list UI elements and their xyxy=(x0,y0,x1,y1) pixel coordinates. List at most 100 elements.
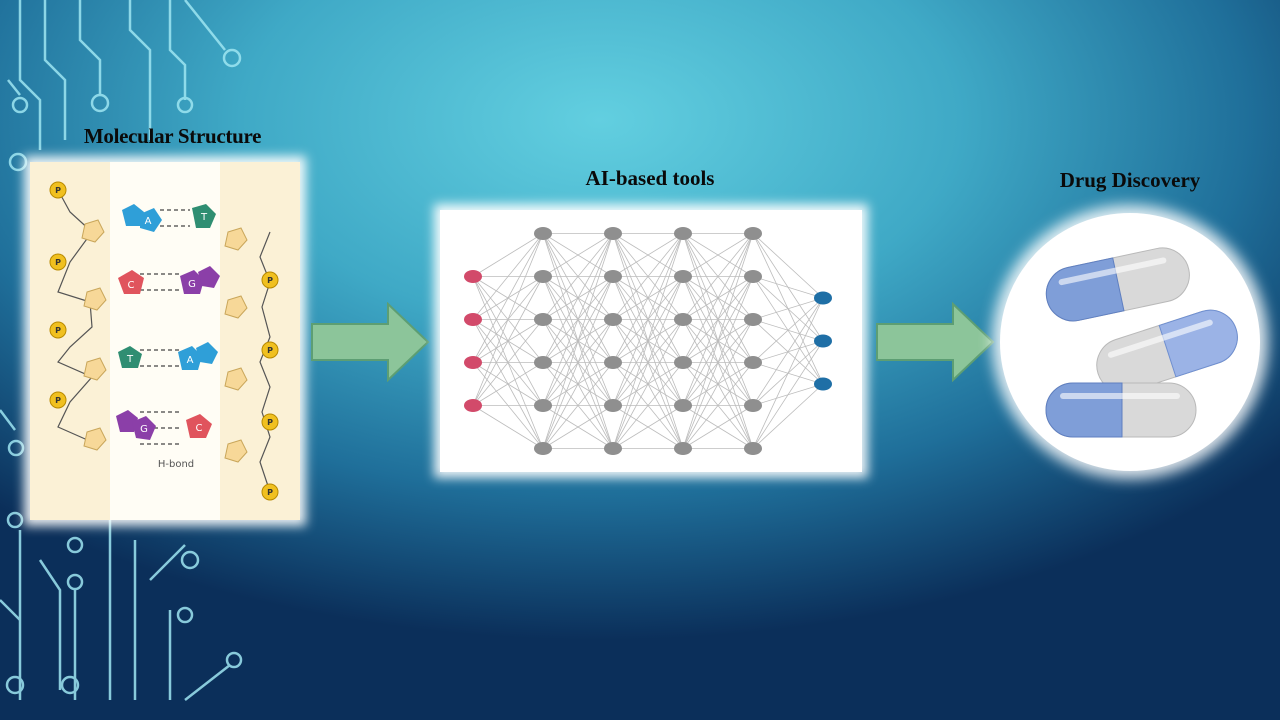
network-connection xyxy=(472,362,544,406)
phosphate-label: P xyxy=(55,186,61,195)
network-connection xyxy=(752,383,824,449)
network-connection xyxy=(612,233,684,363)
hidden-node xyxy=(534,399,552,412)
hidden-node xyxy=(674,313,692,326)
input-node xyxy=(464,399,482,412)
base-a-2: A xyxy=(187,355,194,366)
network-connection xyxy=(542,233,614,363)
drug-capsules-panel xyxy=(1000,213,1260,471)
network-connection xyxy=(612,276,684,449)
network-connection xyxy=(752,297,824,406)
network-connection xyxy=(542,405,614,449)
dna-diagram: A T C G T A G C P P P P P P P xyxy=(30,162,300,520)
network-connection xyxy=(682,233,754,363)
hidden-node xyxy=(744,227,762,240)
hidden-node xyxy=(744,399,762,412)
phosphate-label: P xyxy=(267,346,273,355)
phosphate-label: P xyxy=(267,418,273,427)
hidden-node xyxy=(534,227,552,240)
hidden-node xyxy=(534,442,552,455)
network-connection xyxy=(542,233,614,277)
input-node xyxy=(464,270,482,283)
output-node xyxy=(814,377,832,391)
hidden-node xyxy=(674,270,692,283)
network-connection xyxy=(682,233,754,406)
network-connection xyxy=(472,276,544,406)
network-connection xyxy=(752,297,824,320)
network-connections xyxy=(472,233,824,449)
network-connection xyxy=(752,340,824,449)
network-connection xyxy=(682,276,754,449)
hidden-node xyxy=(604,442,622,455)
phosphate-label: P xyxy=(267,488,273,497)
output-node xyxy=(814,291,832,305)
hidden-node xyxy=(534,313,552,326)
network-connection xyxy=(682,233,754,277)
network-connection xyxy=(612,233,684,406)
base-g-1: G xyxy=(188,279,196,290)
network-connection xyxy=(542,233,614,449)
hidden-node xyxy=(604,356,622,369)
ai-tools-label: AI-based tools xyxy=(585,166,715,190)
network-connection xyxy=(472,233,544,406)
base-c-1: C xyxy=(128,280,135,291)
base-t-1: T xyxy=(200,212,208,223)
phosphate-label: P xyxy=(55,396,61,405)
capsules-icon xyxy=(1045,247,1238,438)
network-connection xyxy=(752,297,824,363)
network-connection xyxy=(752,276,824,299)
network-connection xyxy=(612,405,684,449)
base-t-2: T xyxy=(126,354,134,365)
network-connection xyxy=(542,276,614,449)
network-connection xyxy=(682,319,754,449)
hidden-node xyxy=(604,313,622,326)
network-connection xyxy=(542,233,614,320)
network-connection xyxy=(752,297,824,449)
neural-network-panel xyxy=(440,210,862,472)
hidden-node xyxy=(744,270,762,283)
network-connection xyxy=(612,233,684,449)
hidden-node xyxy=(674,399,692,412)
hidden-node xyxy=(674,227,692,240)
output-node xyxy=(814,334,832,348)
hidden-node xyxy=(534,270,552,283)
hidden-node xyxy=(534,356,552,369)
network-connection xyxy=(612,319,684,449)
network-connection xyxy=(472,405,544,449)
base-c-2: C xyxy=(196,423,203,434)
hidden-node xyxy=(604,399,622,412)
network-connection xyxy=(682,233,754,449)
hidden-node xyxy=(744,442,762,455)
input-node xyxy=(464,356,482,369)
neural-network-diagram xyxy=(464,227,832,455)
input-node xyxy=(464,313,482,326)
dna-structure-panel: A T C G T A G C P P P P P P P xyxy=(30,162,300,520)
network-connection xyxy=(542,319,614,449)
drug-discovery-label: Drug Discovery xyxy=(1059,168,1201,192)
network-connection xyxy=(472,233,544,320)
hidden-node xyxy=(744,356,762,369)
phosphate-label: P xyxy=(55,326,61,335)
base-g-2: G xyxy=(140,424,148,435)
network-connection xyxy=(472,233,544,277)
network-connection xyxy=(752,233,824,299)
network-connection xyxy=(472,319,544,406)
hbond-label: H-bond xyxy=(158,459,194,470)
hidden-node xyxy=(744,313,762,326)
network-connection xyxy=(472,233,544,363)
network-connection xyxy=(612,362,684,449)
molecular-structure-label: Molecular Structure xyxy=(83,124,262,148)
phosphate-label: P xyxy=(55,258,61,267)
circuit-pattern xyxy=(0,0,243,701)
hidden-node xyxy=(604,227,622,240)
network-connection xyxy=(542,362,614,449)
network-connection xyxy=(612,233,684,320)
base-a-1: A xyxy=(145,216,152,227)
network-connection xyxy=(682,405,754,449)
network-connection xyxy=(682,362,754,449)
network-connection xyxy=(682,233,754,320)
phosphate-label: P xyxy=(267,276,273,285)
arrow-right-icon xyxy=(311,302,430,382)
hidden-node xyxy=(604,270,622,283)
arrow-right-icon xyxy=(876,302,995,382)
